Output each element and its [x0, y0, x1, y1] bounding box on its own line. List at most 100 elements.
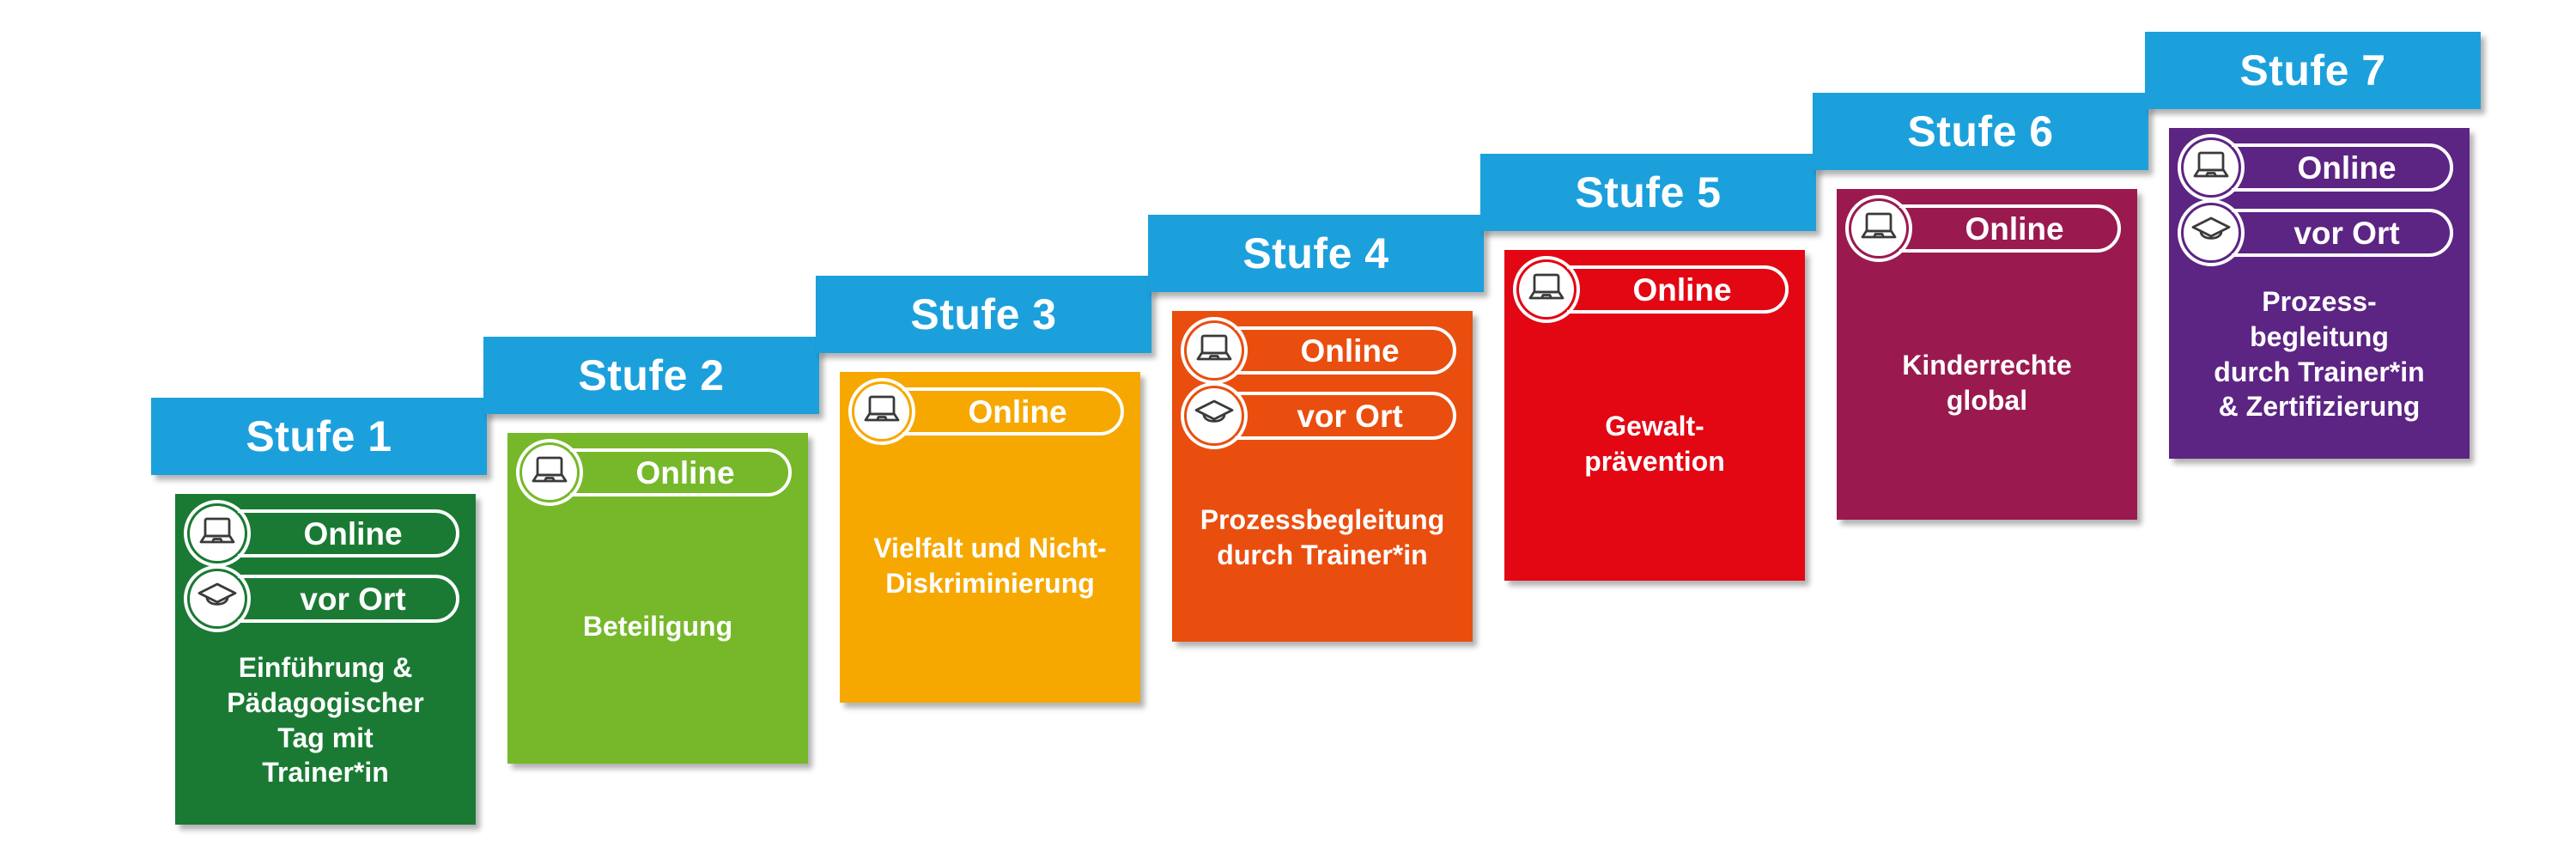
badge-label: Online: [968, 393, 1067, 430]
badge-pill-outline: [238, 509, 459, 557]
badge-label: vor Ort: [1297, 398, 1403, 434]
badge-frame: [1845, 195, 2121, 262]
graduation-cap-icon: [1194, 399, 1234, 423]
badge-label: Online: [1965, 210, 2064, 247]
mode-badge: Online: [1181, 317, 1458, 384]
badge-icon-circle: [1519, 262, 1574, 317]
badge-ring: [184, 565, 251, 632]
step-title: Stufe 1: [246, 412, 392, 460]
badge-pill-outline: [2232, 209, 2453, 257]
badge-label: Online: [1300, 332, 1400, 369]
badge-label: Online: [303, 515, 403, 551]
step-description: Prozess- begleitung durch Trainer*in & Z…: [2214, 285, 2425, 423]
badge-label: Online: [1632, 271, 1732, 308]
badge-label: vor Ort: [2293, 215, 2400, 251]
badge-ring: [1845, 195, 1912, 262]
step-2: Stufe 2: [483, 337, 819, 764]
badge-ring: [1181, 382, 1248, 449]
badge-pill-outline: [570, 448, 792, 497]
step-card: Online vor O: [1172, 311, 1473, 642]
badge-list: Online vor O: [184, 500, 461, 632]
step-card: Online Gewalt- prävention: [1504, 250, 1805, 581]
mode-badge: vor Ort: [2178, 199, 2455, 266]
badge-icon-circle: [522, 445, 577, 500]
step-card: Online Kinderrechte global: [1837, 189, 2137, 520]
badge-pill-outline: [1235, 392, 1456, 440]
step-header: Stufe 4: [1148, 215, 1484, 292]
laptop-icon: [1196, 334, 1232, 361]
step-5: Stufe 5: [1480, 154, 1816, 581]
badge-pill-outline: [1235, 326, 1456, 375]
mode-badge: Online: [184, 500, 461, 567]
laptop-icon: [1861, 212, 1897, 239]
step-title: Stufe 7: [2239, 46, 2386, 94]
badge-icon-circle: [1187, 323, 1242, 378]
badge-pill-outline: [1567, 265, 1789, 314]
step-description: Prozessbegleitung durch Trainer*in: [1200, 503, 1445, 570]
step-header: Stufe 5: [1480, 154, 1816, 231]
badge-ring: [2178, 199, 2245, 266]
badge-list: Online: [516, 439, 793, 506]
badge-ring: [1513, 256, 1580, 323]
step-title: Stufe 2: [578, 351, 725, 399]
badge-list: Online vor O: [1181, 317, 1458, 449]
badge-label: Online: [2297, 149, 2397, 186]
mode-badge: Online: [1513, 256, 1790, 323]
badge-list: Online: [1845, 195, 2123, 262]
badge-icon-circle: [854, 384, 909, 439]
step-description: Beteiligung: [582, 611, 733, 643]
badge-icon-circle: [2184, 140, 2239, 195]
laptop-icon: [1528, 273, 1564, 300]
mode-badge: Online: [848, 378, 1126, 445]
step-description: Vielfalt und Nicht- Diskriminierung: [873, 532, 1107, 599]
badge-icon-circle: [190, 506, 245, 561]
step-header: Stufe 7: [2145, 32, 2481, 109]
step-title: Stufe 6: [1907, 107, 2054, 155]
step-card: Online vor O: [175, 494, 476, 825]
step-header: Stufe 1: [151, 398, 487, 475]
mode-badge: Online: [1845, 195, 2123, 262]
mode-badge: vor Ort: [184, 565, 461, 632]
laptop-icon: [864, 395, 900, 422]
step-description: Einführung & Pädagogischer Tag mit Train…: [227, 651, 424, 789]
badge-frame: [2178, 134, 2453, 201]
badge-pill-outline: [238, 575, 459, 623]
badge-icon-circle: [2184, 205, 2239, 260]
laptop-icon: [199, 517, 235, 544]
badge-frame: [1513, 256, 1789, 323]
badge-label: Online: [635, 454, 735, 490]
mode-badge: vor Ort: [1181, 382, 1458, 449]
step-header: Stufe 3: [816, 276, 1151, 353]
badge-frame: [848, 378, 1124, 445]
step-header: Stufe 2: [483, 337, 819, 414]
mode-badge: Online: [2178, 134, 2455, 201]
badge-list: Online vor O: [2178, 134, 2455, 266]
step-4: Stufe 4: [1148, 215, 1484, 642]
step-description: Gewalt- prävention: [1584, 410, 1725, 477]
step-title: Stufe 4: [1242, 229, 1389, 277]
badge-icon-circle: [190, 571, 245, 626]
badge-ring: [516, 439, 583, 506]
step-card: Online Beteiligung: [507, 433, 808, 764]
graduation-cap-icon: [2191, 216, 2231, 240]
badge-ring: [848, 378, 915, 445]
badge-pill-outline: [902, 387, 1124, 436]
laptop-icon: [2193, 151, 2229, 178]
badge-frame: [1181, 382, 1456, 449]
badge-icon-circle: [1851, 201, 1906, 256]
step-7: Stufe 7: [2145, 32, 2481, 459]
step-1: Stufe 1: [151, 398, 487, 825]
laptop-icon: [532, 456, 568, 483]
badge-list: Online: [1513, 256, 1790, 323]
badge-list: Online: [848, 378, 1126, 445]
step-header: Stufe 6: [1813, 93, 2148, 170]
mode-badge: Online: [516, 439, 793, 506]
badge-icon-circle: [1187, 388, 1242, 443]
step-title: Stufe 5: [1575, 168, 1722, 216]
badge-pill-outline: [1899, 204, 2121, 253]
step-description: Kinderrechte global: [1902, 349, 2072, 416]
badge-frame: [2178, 199, 2453, 266]
step-6: Stufe 6: [1813, 93, 2148, 520]
badge-label: vor Ort: [300, 581, 406, 617]
